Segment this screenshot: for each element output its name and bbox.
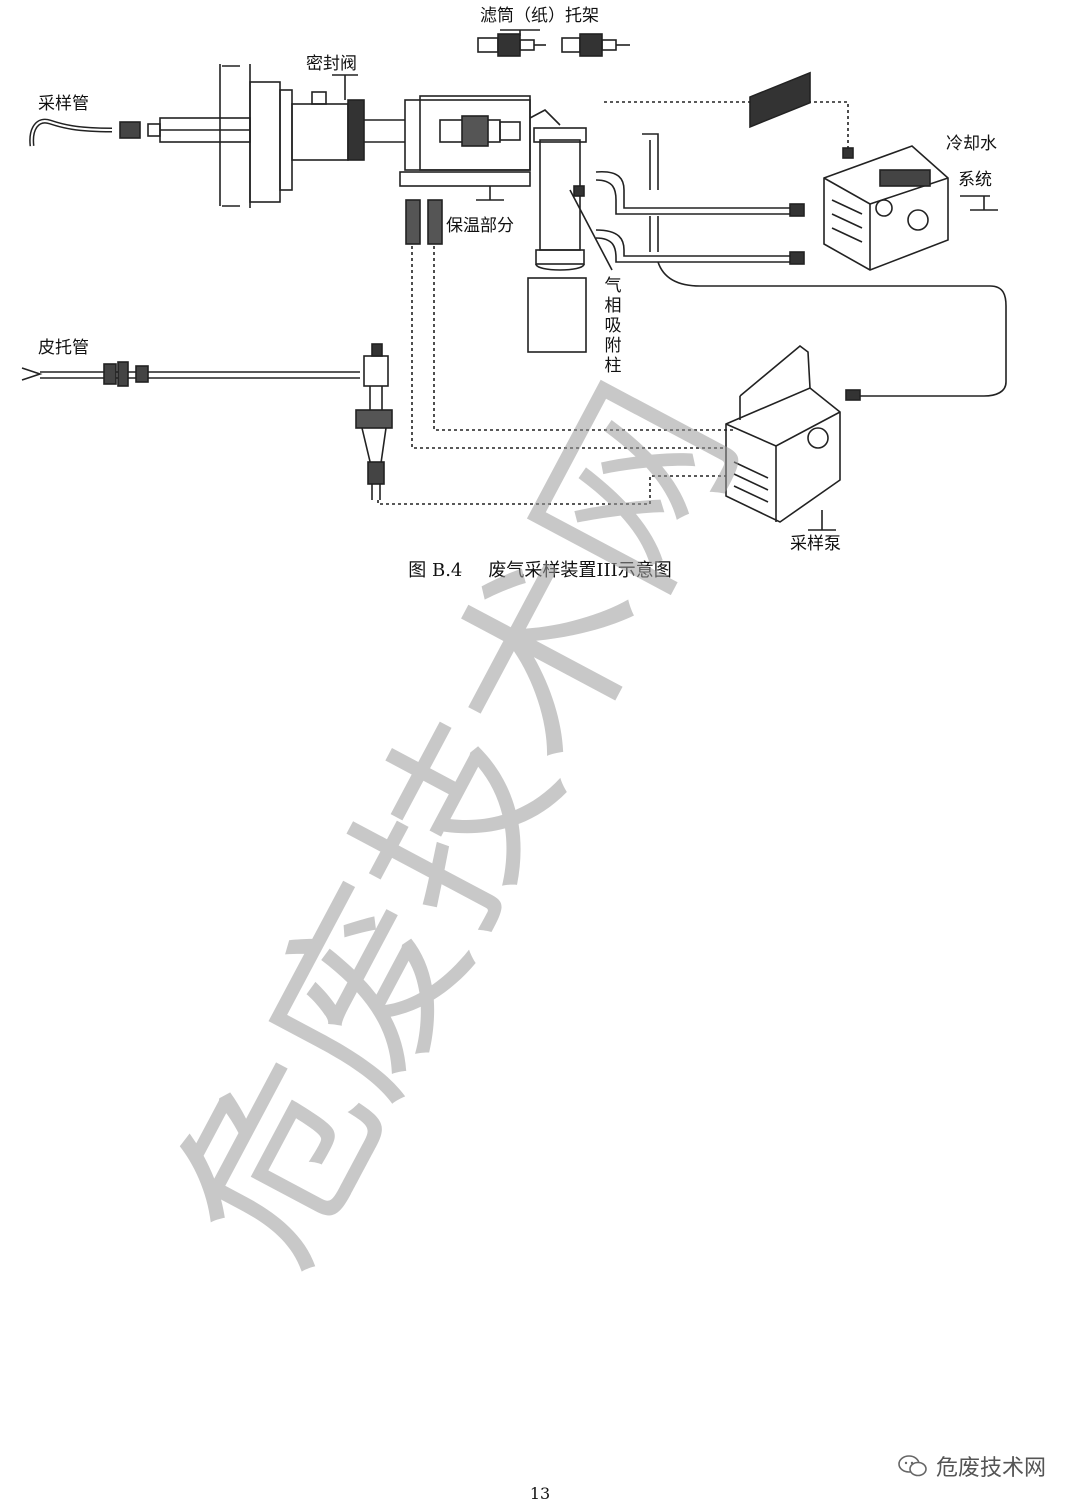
adsorption-column <box>527 109 613 353</box>
duct-flange <box>219 64 293 208</box>
page-number: 13 <box>529 1484 551 1503</box>
filter-holder-left <box>477 33 546 57</box>
label-insulation: 保温部分 <box>446 216 514 236</box>
sampling-tube <box>29 117 251 147</box>
figure-title: 废气采样装置III示意图 <box>488 560 672 581</box>
label-sampling-tube: 采样管 <box>38 94 89 114</box>
label-cooling-water: 冷却水 <box>946 134 997 154</box>
label-sampling-pump: 采样泵 <box>790 534 841 554</box>
label-filter-holder: 滤筒（纸）托架 <box>480 6 599 26</box>
footer-brand: 危废技术网 <box>898 1450 1046 1482</box>
cooling-pipes <box>595 133 1007 401</box>
pitot-tube <box>21 343 393 500</box>
figure-number: 图 B.4 <box>408 560 463 581</box>
seal-valve <box>291 74 405 161</box>
figure-caption: 图 B.4 废气采样装置III示意图 <box>0 556 1080 582</box>
label-cooling-system: 系统 <box>958 170 992 190</box>
signal-lines <box>377 199 736 505</box>
wechat-icon <box>898 1455 927 1477</box>
footer-brand-text: 危废技术网 <box>935 1456 1046 1481</box>
cooling-water-unit <box>823 145 998 271</box>
label-seal-valve: 密封阀 <box>306 54 357 74</box>
heated-filter-box <box>399 95 531 201</box>
filter-holder-right <box>561 33 630 57</box>
sampling-pump <box>725 71 841 531</box>
label-adsorption-column: 气相吸附柱 <box>604 276 622 376</box>
sampling-apparatus-diagram <box>21 29 1007 531</box>
label-pitot-tube: 皮托管 <box>38 338 89 358</box>
